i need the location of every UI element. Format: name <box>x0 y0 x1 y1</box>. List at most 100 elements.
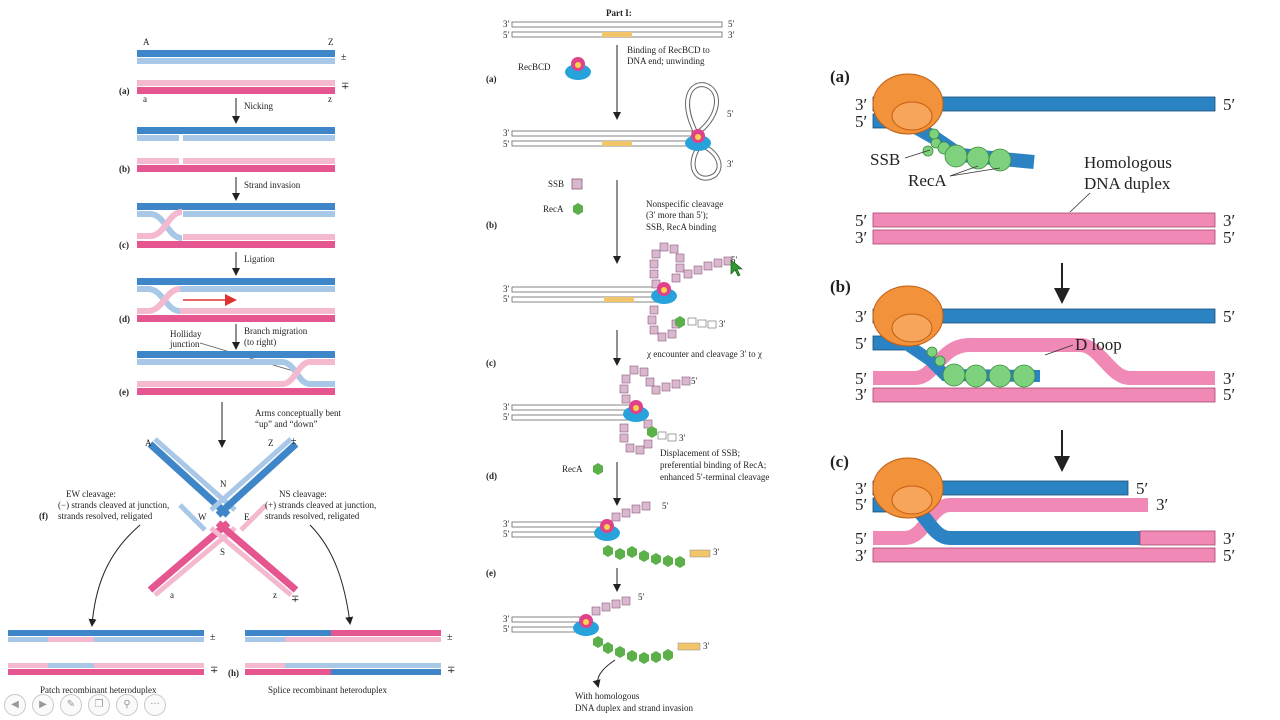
end-5prime: 5′ <box>855 495 867 514</box>
end-5prime: 5′ <box>503 412 510 422</box>
sign-label: ∓ <box>210 665 218 676</box>
patch-bottom2 <box>8 669 204 675</box>
chi-site <box>602 141 632 146</box>
patch-heteroduplex <box>48 637 94 642</box>
step-label-c: (c) <box>830 452 849 471</box>
duplex-c-bottom <box>137 241 335 248</box>
binding-label: Binding of RecBCD to <box>627 45 710 55</box>
ssDNA-segment <box>657 431 667 440</box>
compass-S: S <box>220 547 225 557</box>
step-label-e: (e) <box>486 568 496 578</box>
reca-label: RecA <box>908 171 947 190</box>
ns-cleavage-label-2: (+) strands cleaved at junction, <box>265 500 376 510</box>
leader-line <box>1044 344 1074 356</box>
displacement-label: Displacement of SSB; <box>660 448 740 458</box>
chi-encounter-label: χ encounter and cleavage 3′ to χ <box>646 349 762 359</box>
leader-line <box>949 165 979 177</box>
reca-protein <box>942 363 966 387</box>
branch-migration-label-2: (to right) <box>244 337 276 347</box>
duplex-d-top <box>137 278 335 285</box>
ssb-coated-strand <box>591 596 631 616</box>
ssb-coated-strand <box>647 242 733 342</box>
patch-heteroduplex <box>48 663 94 668</box>
end-3prime: 3′ <box>1223 211 1235 230</box>
previous-icon[interactable]: ◀ <box>4 694 26 716</box>
copy-icon[interactable]: ❐ <box>88 694 110 716</box>
ssb-coated-strand <box>611 501 651 522</box>
leader-line <box>904 149 931 159</box>
splice-top2-pink <box>285 637 441 642</box>
end-3prime: 3′ <box>1156 495 1168 514</box>
reca-invasion-panel: (a) 3′ 5′ 5′ SSB RecA Homologous DNA dup… <box>830 67 1235 565</box>
end-3prime: 3′ <box>503 402 510 412</box>
sign-label: ± <box>210 632 216 643</box>
patch-top3 <box>94 637 204 642</box>
end-5prime: 5′ <box>691 376 698 386</box>
zoom-icon[interactable]: ⚲ <box>116 694 138 716</box>
reca-protein <box>944 144 968 168</box>
sign-label: ∓ <box>447 665 455 676</box>
duplex-e-top <box>137 351 335 358</box>
end-3prime: 3′ <box>703 641 710 651</box>
step-label-a: (a) <box>486 74 497 84</box>
recbcd-complex <box>661 287 667 293</box>
next-icon[interactable]: ▶ <box>32 694 54 716</box>
slide-toolbar: ◀ ▶ ✎ ❐ ⚲ ··· <box>4 694 166 716</box>
with-homologous-label: With homologous <box>575 691 640 701</box>
step-label-c: (c) <box>119 240 129 250</box>
end-label-z: z <box>328 94 332 104</box>
step-label-d: (d) <box>119 314 130 324</box>
end-3prime: 3′ <box>503 19 510 29</box>
reca-protein <box>573 203 583 215</box>
homologous-label-2: DNA duplex <box>1084 174 1171 193</box>
splice-top2 <box>245 637 285 642</box>
recbcd-complex <box>695 134 701 140</box>
patch-bottom <box>8 663 48 668</box>
end-5prime: 5′ <box>503 529 510 539</box>
more-icon[interactable]: ··· <box>144 694 166 716</box>
homologous-duplex-strand <box>872 212 1216 228</box>
end-5prime: 5′ <box>855 529 867 548</box>
branch-migration-label: Branch migration <box>244 326 308 336</box>
reca-filament <box>593 636 673 664</box>
splice-bottom2 <box>245 669 331 675</box>
step-label-b: (b) <box>119 164 130 174</box>
with-homologous-label-2: DNA duplex and strand invasion <box>575 703 693 713</box>
end-5prime: 5′ <box>1223 228 1235 247</box>
ssDNA-segment <box>667 433 677 442</box>
end-5prime: 5′ <box>503 624 510 634</box>
sign-label: ± <box>341 52 347 63</box>
patch-bottom3 <box>94 663 204 668</box>
end-label-a: a <box>143 94 147 104</box>
duplex-b-top-nicked-right <box>183 135 335 141</box>
binding-label-2: DNA end; unwinding <box>627 56 705 66</box>
step-label-d: (d) <box>486 471 497 481</box>
duplex-a-bottom-strand <box>137 80 335 86</box>
end-3prime: 3′ <box>855 307 867 326</box>
recbcd-complex <box>891 313 933 343</box>
chi-site <box>602 32 632 37</box>
holliday-strand <box>281 359 335 387</box>
end-3prime: 3′ <box>503 614 510 624</box>
step-label-a: (a) <box>119 86 130 96</box>
arrow <box>592 659 616 688</box>
nonspecific-label-3: SSB, RecA binding <box>646 222 717 232</box>
duplex-c-top <box>137 203 335 210</box>
mouse-cursor-icon <box>730 259 743 277</box>
duplex-strand <box>511 616 581 623</box>
duplex-e-bottom2 <box>137 381 282 387</box>
reca-protein <box>988 364 1012 388</box>
displacement-label-3: enhanced 5′-terminal cleavage <box>660 472 769 482</box>
step-label-b: (b) <box>486 220 497 230</box>
patch-top2 <box>8 637 48 642</box>
d-loop-label: D loop <box>1075 335 1122 354</box>
duplex-a-top-strand2 <box>137 58 335 64</box>
end-5prime: 5′ <box>727 109 734 119</box>
ssDNA-segment <box>687 317 697 326</box>
pen-icon[interactable]: ✎ <box>60 694 82 716</box>
ssDNA-segment <box>707 320 717 329</box>
ligation-label: Ligation <box>244 254 275 264</box>
duplex-strand <box>511 296 663 303</box>
holliday-junction-label-2: junction <box>169 339 200 349</box>
compass-W: W <box>198 512 207 522</box>
